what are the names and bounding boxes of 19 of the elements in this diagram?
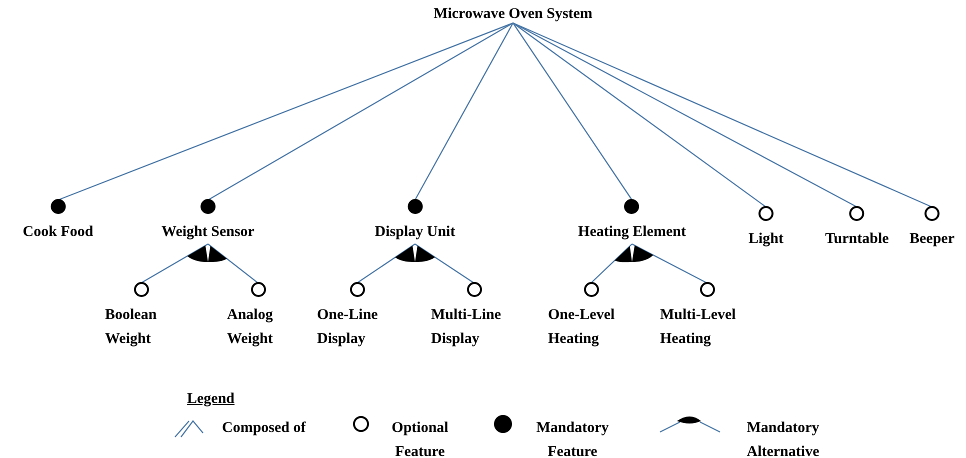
feature-label: Boolean Weight	[105, 306, 158, 349]
legend-heading: Legend	[187, 391, 235, 408]
feature-label: Weight Sensor	[162, 223, 254, 242]
feature-label: Multi-Level Heating	[660, 306, 737, 349]
feature-label: Cook Food	[22, 223, 94, 242]
feature-label: Turntable	[825, 230, 889, 249]
legend-label: Mandatory Feature	[535, 419, 610, 458]
legend-label: Composed of	[222, 419, 306, 438]
feature-label: One-Level Heating	[548, 306, 616, 349]
root-feature-label: Microwave Oven System	[434, 5, 592, 23]
legend-label: Mandatory Alternative	[746, 419, 820, 458]
feature-label: Display Unit	[374, 223, 456, 242]
feature-label: Multi-Line Display	[431, 306, 502, 349]
legend-label: Optional Feature	[390, 419, 450, 458]
feature-label: Beeper	[910, 230, 954, 249]
feature-label: One-Line Display	[317, 306, 379, 349]
feature-label: Light	[748, 230, 784, 249]
feature-label: Analog Weight	[227, 306, 274, 349]
feature-label: Heating Element	[578, 223, 686, 242]
